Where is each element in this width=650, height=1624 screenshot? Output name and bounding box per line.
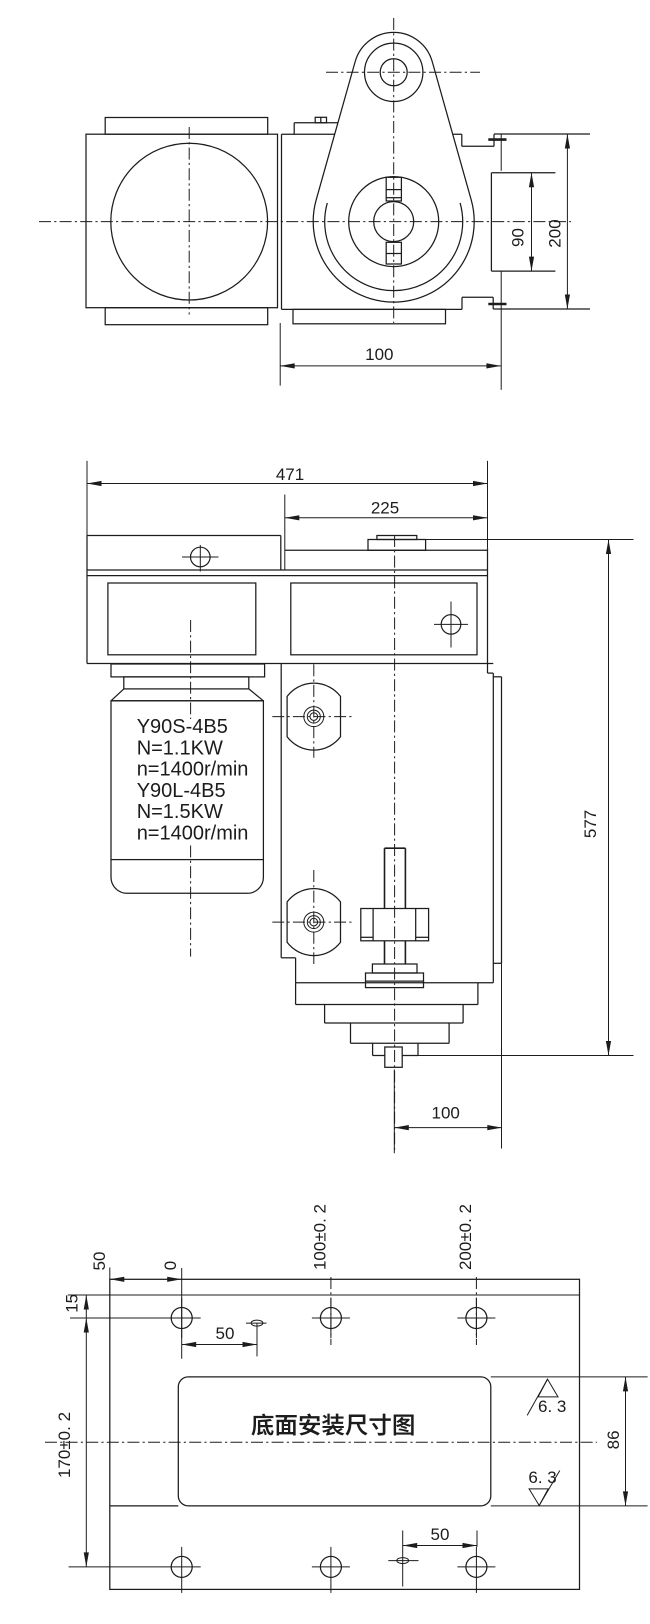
svg-text:0: 0	[161, 1261, 180, 1270]
svg-text:50: 50	[431, 1525, 450, 1544]
svg-text:100: 100	[365, 345, 393, 364]
svg-text:100±0. 2: 100±0. 2	[310, 1204, 329, 1270]
svg-text:225: 225	[371, 498, 399, 517]
svg-text:n=1400r/min: n=1400r/min	[137, 823, 249, 845]
svg-text:86: 86	[604, 1430, 623, 1449]
svg-text:170±0. 2: 170±0. 2	[55, 1412, 74, 1478]
svg-text:6. 3: 6. 3	[528, 1468, 556, 1487]
svg-text:200±0. 2: 200±0. 2	[456, 1204, 475, 1270]
svg-text:200: 200	[545, 219, 564, 247]
svg-text:N=1.5KW: N=1.5KW	[137, 801, 223, 823]
svg-text:n=1400r/min: n=1400r/min	[137, 759, 249, 781]
svg-text:577: 577	[581, 810, 600, 838]
svg-text:100: 100	[432, 1104, 460, 1123]
svg-text:Y90L-4B5: Y90L-4B5	[137, 780, 226, 802]
svg-text:N=1.1KW: N=1.1KW	[137, 737, 223, 759]
svg-text:471: 471	[276, 465, 304, 484]
svg-text:50: 50	[90, 1252, 109, 1271]
svg-text:90: 90	[509, 228, 528, 247]
svg-text:6. 3: 6. 3	[538, 1397, 566, 1416]
svg-text:Y90S-4B5: Y90S-4B5	[137, 716, 228, 738]
svg-text:15: 15	[62, 1294, 81, 1313]
svg-text:50: 50	[216, 1324, 235, 1343]
